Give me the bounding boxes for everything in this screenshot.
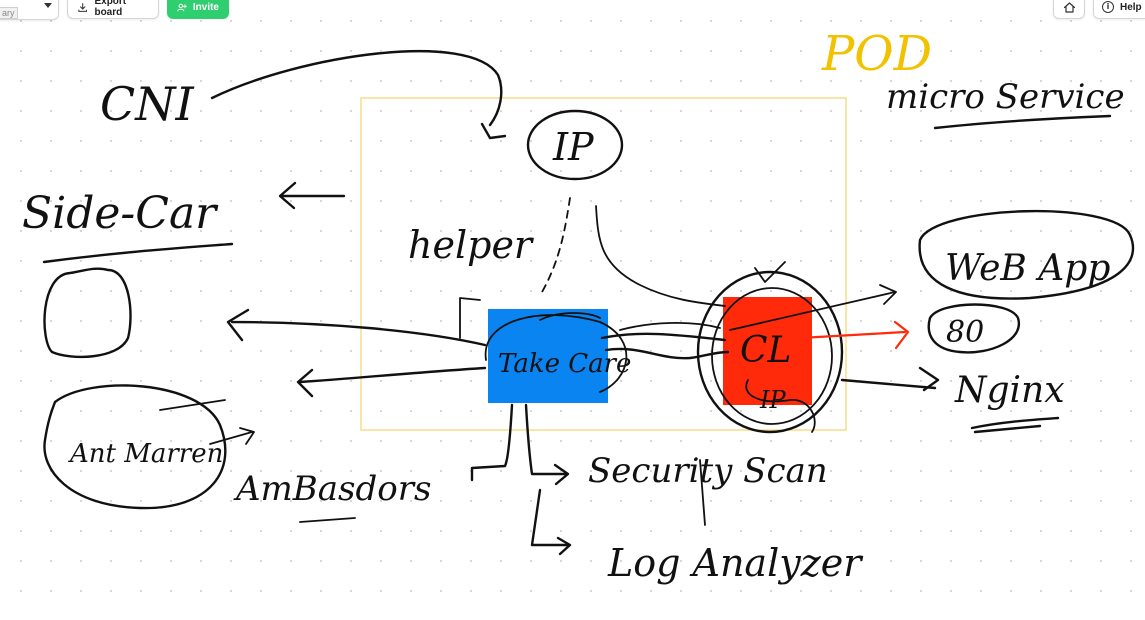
arrow-to-sidecar-label xyxy=(278,181,346,210)
help-button[interactable]: i Help xyxy=(1093,0,1145,19)
webapp-circle xyxy=(918,209,1135,300)
sidecar-down-security xyxy=(524,403,570,486)
invite-label: Invite xyxy=(192,1,219,13)
info-icon: i xyxy=(1102,1,1114,13)
cni-connector xyxy=(210,50,507,140)
pod-boundary xyxy=(360,97,847,431)
sidecar-down-log xyxy=(530,488,572,556)
library-dropdown[interactable]: ary xyxy=(0,0,59,20)
ip-label: IP xyxy=(552,125,595,169)
sidecar-main-connector-1 xyxy=(600,332,727,342)
sidecar-to-blob-arrow xyxy=(226,308,487,347)
red-arrow-to-port xyxy=(798,320,910,350)
help-label: Help xyxy=(1120,1,1142,13)
ambassadors-underline xyxy=(299,517,356,523)
sidecar-main-connector-3 xyxy=(619,322,721,331)
cl-label: CL xyxy=(740,330,791,371)
sidecar-to-ambassador-arrow xyxy=(296,366,487,398)
main-container-circle-2 xyxy=(711,287,833,425)
ip-to-main-line xyxy=(595,205,726,307)
top-right-toolbar: i Help xyxy=(1053,0,1145,20)
pod-label: POD xyxy=(821,26,932,82)
main-container-label: Take Care xyxy=(498,349,631,379)
webapp-label: WeB App xyxy=(945,248,1110,289)
microservice-underline xyxy=(933,114,1112,130)
nginx-underline xyxy=(970,416,1060,434)
home-icon xyxy=(1063,1,1075,13)
export-board-button[interactable]: Export board xyxy=(67,0,159,19)
main-container-check xyxy=(754,261,786,283)
helper-label: helper xyxy=(408,223,535,267)
ambassadors-label: AmBasdors xyxy=(233,469,431,509)
invite-button[interactable]: Invite xyxy=(167,0,229,19)
ambassador-circle xyxy=(43,384,227,510)
cni-label: CNI xyxy=(100,77,194,131)
sidecar-container-box xyxy=(488,309,608,403)
export-board-label: Export board xyxy=(94,0,127,18)
sidecar-label: Side-Car xyxy=(22,188,219,239)
ambassador-arrow xyxy=(159,399,255,445)
nginx-label: Nginx xyxy=(954,370,1065,411)
inner-ip-label: IP xyxy=(759,386,786,414)
top-left-toolbar: ary Export board Invite xyxy=(0,0,229,20)
ant-marren-label: Ant Marren xyxy=(68,439,223,469)
sidecar-scribble xyxy=(459,297,628,393)
port-80-label: 80 xyxy=(946,315,984,350)
sidecar-underline xyxy=(42,242,234,264)
add-user-icon xyxy=(177,3,187,11)
log-analyzer-label: Log Analyzer xyxy=(607,541,864,585)
security-scan-label: Security Scan xyxy=(588,451,828,491)
sidecar-main-connector-2 xyxy=(604,347,730,360)
chevron-down-icon xyxy=(44,3,52,8)
ip-to-sidecar-dashed xyxy=(541,197,571,293)
ip-circle xyxy=(526,109,624,181)
sidecar-down-left xyxy=(470,403,514,482)
main-container-circle xyxy=(696,270,844,434)
main-container-scribble xyxy=(729,284,897,433)
port-80-circle xyxy=(927,303,1021,354)
microservice-label: micro Service xyxy=(886,77,1125,117)
library-label: ary xyxy=(0,7,18,19)
home-button[interactable] xyxy=(1053,0,1085,19)
main-to-nginx-arrow xyxy=(840,366,940,392)
sidecar-blob xyxy=(43,267,132,359)
download-icon xyxy=(78,2,88,12)
security-scan-line xyxy=(699,459,706,526)
